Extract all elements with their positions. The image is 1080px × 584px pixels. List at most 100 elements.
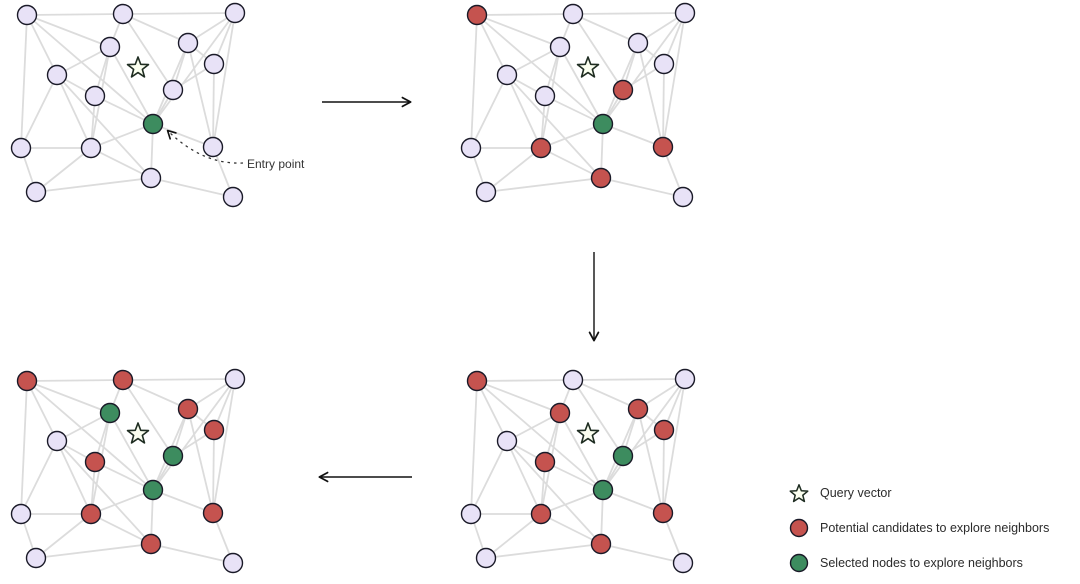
graph-edge — [485, 513, 542, 559]
graph-node-candidate — [530, 137, 552, 159]
graph-node-default — [674, 2, 696, 24]
graph-node-default — [224, 368, 246, 390]
graph-node-selected — [142, 113, 164, 135]
graph-node-candidate — [80, 503, 102, 525]
graph-node-selected — [612, 445, 634, 467]
graph-node-default — [475, 181, 497, 203]
graph-edge — [572, 379, 624, 457]
graph-node-default — [202, 136, 224, 158]
graph-edge — [35, 147, 92, 193]
query-star-icon — [576, 56, 600, 78]
graph-edge — [506, 440, 542, 515]
graph-node-default — [25, 181, 47, 203]
graph-edge — [476, 380, 604, 491]
graph-edge — [544, 95, 604, 125]
graph-node-candidate — [140, 533, 162, 555]
graph-edge — [540, 489, 604, 515]
graph-edge — [485, 543, 602, 559]
graph-edge — [20, 380, 28, 515]
graph-edge — [476, 13, 574, 16]
graph-node-candidate — [534, 451, 556, 473]
graph-node-default — [99, 36, 121, 58]
graph-edge — [122, 378, 236, 381]
graph-node-candidate — [112, 369, 134, 391]
graph-node-default — [46, 430, 68, 452]
graph-edge — [152, 489, 214, 514]
graph-node-candidate — [612, 79, 634, 101]
graph-edge — [56, 74, 92, 149]
legend: Query vector Potential candidates to exp… — [788, 482, 1049, 584]
entry-point-label: Entry point — [247, 157, 305, 171]
graph-edge — [122, 13, 189, 44]
graph-edge — [90, 147, 152, 179]
candidate-node-icon — [788, 517, 810, 539]
graph-node-candidate — [203, 419, 225, 441]
graph-edge — [20, 440, 58, 515]
graph-edge — [476, 379, 574, 382]
graph-node-default — [25, 547, 47, 569]
legend-item-query-vector: Query vector — [788, 482, 1049, 504]
graph-node-default — [562, 369, 584, 391]
graph-edge — [26, 380, 58, 442]
graph-edge — [572, 379, 639, 410]
graph-edge — [94, 95, 154, 125]
graph-edge — [572, 378, 686, 381]
graph-node-selected — [592, 479, 614, 501]
graph-node-candidate — [177, 398, 199, 420]
query-star-icon — [126, 56, 150, 78]
graph-node-candidate — [627, 398, 649, 420]
graph-node-default — [496, 430, 518, 452]
graph-edge — [540, 513, 602, 545]
graph-edge — [26, 14, 154, 125]
graph-node-default — [112, 3, 134, 25]
legend-item-selected: Selected nodes to explore neighbors — [788, 552, 1049, 574]
graph-node-default — [672, 186, 694, 208]
graph-node-default — [562, 3, 584, 25]
graph-edge — [20, 14, 28, 149]
graph-edge — [662, 378, 686, 514]
graph-edge — [90, 489, 154, 515]
graph-edge — [26, 14, 58, 76]
graph-edge — [540, 123, 604, 149]
graph-edge — [212, 429, 215, 514]
graph-svg-step-3 — [460, 368, 696, 574]
graph-edge — [212, 63, 215, 148]
query-star-icon — [126, 422, 150, 444]
graph-edge — [470, 440, 508, 515]
graph-edge — [90, 123, 154, 149]
graph-edge — [187, 42, 214, 148]
graph-node-default — [460, 503, 482, 525]
graph-edge — [56, 74, 152, 179]
graph-edge — [540, 147, 602, 179]
graph-node-candidate — [530, 503, 552, 525]
graph-edge — [600, 177, 684, 198]
graph-edge — [90, 513, 152, 545]
query-star-icon — [788, 482, 810, 504]
graph-edge — [476, 14, 561, 48]
graph-edge — [600, 543, 684, 564]
graph-edge — [662, 429, 665, 514]
graph-edge — [109, 412, 154, 491]
graph-edge — [35, 513, 92, 559]
legend-label-query-vector: Query vector — [820, 486, 892, 500]
graph-node-candidate — [652, 502, 674, 524]
graph-node-selected — [99, 402, 121, 424]
graph-node-default — [10, 137, 32, 159]
graph-edge — [470, 380, 478, 515]
graph-edge — [94, 461, 154, 491]
graph-node-candidate — [202, 502, 224, 524]
graph-edge — [35, 177, 152, 193]
graph-edge — [26, 380, 111, 414]
graph-node-candidate — [16, 370, 38, 392]
graph-edge — [56, 440, 152, 545]
graph-node-candidate — [84, 451, 106, 473]
graph-node-candidate — [590, 167, 612, 189]
graph-node-default — [627, 32, 649, 54]
graph-node-default — [162, 79, 184, 101]
graph-node-candidate — [466, 370, 488, 392]
graph-node-default — [16, 4, 38, 26]
graph-node-default — [177, 32, 199, 54]
graph-edge — [559, 46, 604, 125]
graph-edge — [559, 412, 604, 491]
graph-edge — [470, 14, 478, 149]
